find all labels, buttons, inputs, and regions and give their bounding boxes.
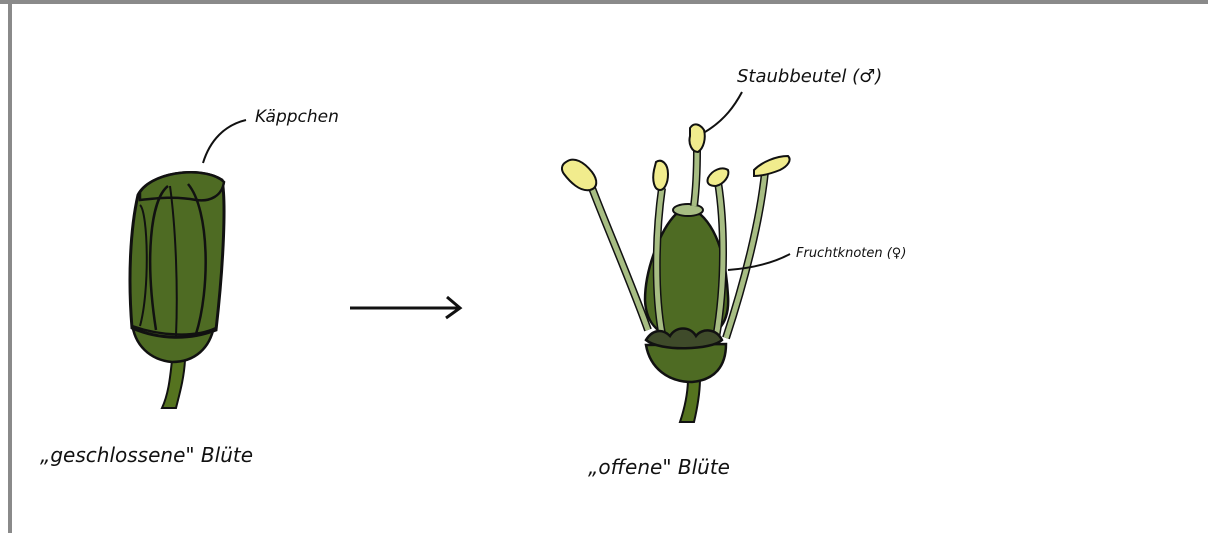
open-flower-receptacle xyxy=(646,344,726,382)
label-staubbeutel: Staubbeutel (♂) xyxy=(737,66,882,87)
label-open-flower: „offene" Blüte xyxy=(588,455,730,479)
anther-4 xyxy=(707,168,728,186)
anther-5 xyxy=(754,156,790,176)
filament-1-fill xyxy=(592,188,648,330)
filament-3-fill xyxy=(694,150,697,206)
closed-flower-cap xyxy=(140,172,224,200)
label-kaeppchen: Käppchen xyxy=(255,107,339,127)
fruchtknoten-leader-line xyxy=(728,254,790,270)
anther-3 xyxy=(689,124,704,152)
closed-flower xyxy=(130,120,246,408)
open-flower-stem xyxy=(680,378,700,422)
open-flower-ovary-neck xyxy=(673,204,703,216)
right-arrow-icon xyxy=(350,297,460,318)
anther-2 xyxy=(653,161,668,190)
anther-1 xyxy=(562,160,596,191)
open-flower-scales xyxy=(646,329,722,349)
frame-left-border xyxy=(8,0,12,533)
kaeppchen-leader-line xyxy=(203,120,246,163)
label-closed-flower: „geschlossene" Blüte xyxy=(40,443,253,467)
open-flower xyxy=(562,92,790,422)
closed-flower-stem xyxy=(162,360,185,408)
frame-top-border xyxy=(0,0,1208,4)
label-fruchtknoten: Fruchtknoten (♀) xyxy=(796,246,906,261)
staubbeutel-leader-line xyxy=(705,92,742,132)
